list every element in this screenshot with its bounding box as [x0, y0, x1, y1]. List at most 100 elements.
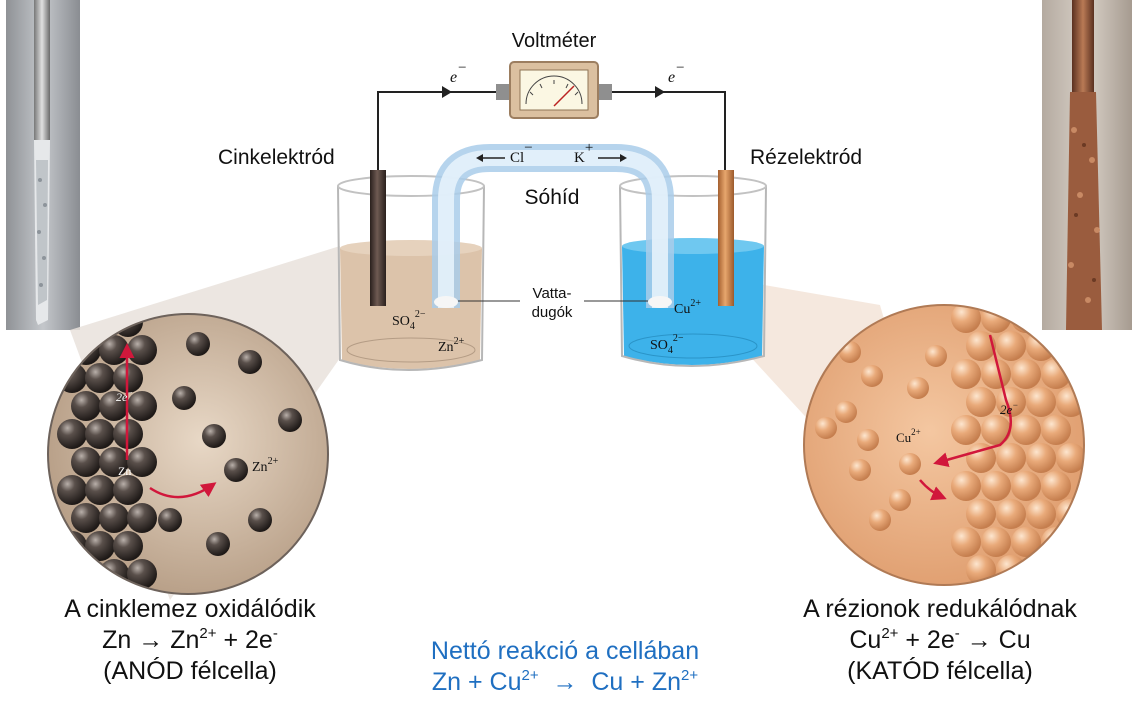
- zinc-ion: [206, 532, 230, 556]
- zinc-atom: [71, 559, 101, 589]
- copper-atom: [1011, 305, 1041, 333]
- electron-label-left: e−: [450, 60, 468, 87]
- zinc-atom: [127, 447, 157, 477]
- electron-label-right: e−: [668, 60, 686, 87]
- right-zoom-cu2-label: Cu2+: [896, 427, 921, 446]
- net-reaction-caption: Nettó reakció a cellában Zn + Cu2+ → Cu …: [431, 636, 699, 698]
- so4-right-label: SO42−: [650, 333, 684, 356]
- copper-atom: [966, 443, 996, 473]
- copper-atom: [1041, 471, 1071, 501]
- zinc-atom: [113, 531, 143, 561]
- zinc-atom: [71, 447, 101, 477]
- copper-atom: [1011, 415, 1041, 445]
- zinc-ion: [248, 508, 272, 532]
- copper-atom: [1026, 387, 1056, 417]
- copper-atom: [951, 305, 981, 333]
- copper-atom: [1026, 499, 1056, 529]
- copper-ion: [857, 429, 879, 451]
- copper-atom: [981, 359, 1011, 389]
- voltmeter-label: Voltméter: [511, 30, 597, 52]
- copper-atom: [1011, 471, 1041, 501]
- zinc-wire-photo: [6, 0, 80, 330]
- electron-arrow-left: [442, 86, 452, 98]
- cotton-plugs-label: Vatta- dugók: [532, 284, 573, 322]
- left-caption: A cinklemez oxidálódik Zn → Zn2+ + 2e- (…: [64, 594, 316, 687]
- right-ion-arrow: [919, 479, 947, 501]
- copper-atom: [1026, 443, 1056, 473]
- copper-atom: [1041, 359, 1071, 389]
- zinc-free-ions: [158, 332, 302, 556]
- right-caption-role: (KATÓD félcella): [847, 657, 1033, 685]
- copper-atom: [981, 527, 1011, 557]
- zinc-atom: [127, 391, 157, 421]
- left-caption-title: A cinklemez oxidálódik: [64, 595, 316, 623]
- right-caption: A rézionok redukálódnak Cu2+ + 2e- → Cu …: [803, 594, 1077, 687]
- copper-free-ions: [815, 341, 947, 531]
- zinc-electrode-label: Cinkelektród: [218, 146, 335, 169]
- copper-atom: [1056, 555, 1084, 585]
- copper-ion: [925, 345, 947, 367]
- copper-atom: [996, 443, 1026, 473]
- copper-atom: [1011, 359, 1041, 389]
- right-caption-equation: Cu2+ + 2e- → Cu: [849, 625, 1031, 654]
- zinc-atom: [99, 391, 129, 421]
- zinc-atom: [71, 391, 101, 421]
- salt-bridge-label: Sóhíd: [524, 186, 580, 209]
- copper-electrode-label: Rézelektród: [750, 146, 863, 169]
- zinc-atom: [127, 335, 157, 365]
- zinc-ion: [158, 508, 182, 532]
- copper-ion: [869, 509, 891, 531]
- left-caption-role: (ANÓD félcella): [103, 657, 277, 685]
- net-reaction-title: Nettó reakció a cellában: [430, 637, 700, 665]
- copper-beaker: [619, 175, 767, 367]
- zinc-ion: [172, 386, 196, 410]
- copper-atom: [1011, 527, 1041, 557]
- zinc-atom: [99, 447, 129, 477]
- zn-left-label: Zn2+: [438, 336, 465, 356]
- external-circuit-wire: [377, 91, 726, 170]
- right-zoom-2e-label: 2e−: [1000, 400, 1019, 418]
- zinc-atom: [85, 475, 115, 505]
- zinc-ion: [224, 458, 248, 482]
- copper-electrode: [718, 170, 734, 306]
- voltmeter: [496, 61, 612, 119]
- zinc-atom: [127, 559, 157, 589]
- left-ion-arrow: [149, 482, 217, 499]
- electron-arrow-right: [655, 86, 665, 98]
- copper-ion: [815, 417, 837, 439]
- zinc-atom: [85, 419, 115, 449]
- copper-ion: [849, 459, 871, 481]
- copper-atom: [996, 555, 1026, 585]
- copper-ion: [861, 365, 883, 387]
- zinc-atom: [57, 419, 87, 449]
- copper-ion: [835, 401, 857, 423]
- copper-atom: [1056, 387, 1084, 417]
- copper-atom: [996, 331, 1026, 361]
- copper-atom: [951, 415, 981, 445]
- copper-ion: [889, 489, 911, 511]
- zinc-ion: [202, 424, 226, 448]
- net-reaction-equation: Zn + Cu2+ → Cu + Zn2+: [431, 667, 699, 696]
- copper-atom: [981, 305, 1011, 333]
- left-zoom-2e-label: 2e−: [116, 388, 133, 405]
- right-caption-title: A rézionok redukálódnak: [803, 595, 1077, 623]
- cl-ion-label: Cl−: [510, 140, 533, 167]
- zinc-atom: [71, 503, 101, 533]
- cu-right-label: Cu2+: [674, 298, 701, 318]
- copper-atom: [1056, 443, 1084, 473]
- left-zoom-zn-label: Zn: [118, 464, 132, 478]
- zinc-atom: [57, 363, 87, 393]
- copper-atom: [996, 499, 1026, 529]
- copper-atom: [966, 387, 996, 417]
- copper-atom: [981, 471, 1011, 501]
- copper-atom: [966, 499, 996, 529]
- copper-ion: [907, 377, 929, 399]
- k-ion-label: K+: [574, 140, 594, 167]
- cotton-plugs-label-line1: Vatta-: [532, 285, 572, 302]
- copper-atom: [951, 527, 981, 557]
- so4-left-label: SO42−: [392, 309, 426, 332]
- copper-atom: [1026, 555, 1056, 585]
- copper-atom: [951, 471, 981, 501]
- zinc-atom: [113, 475, 143, 505]
